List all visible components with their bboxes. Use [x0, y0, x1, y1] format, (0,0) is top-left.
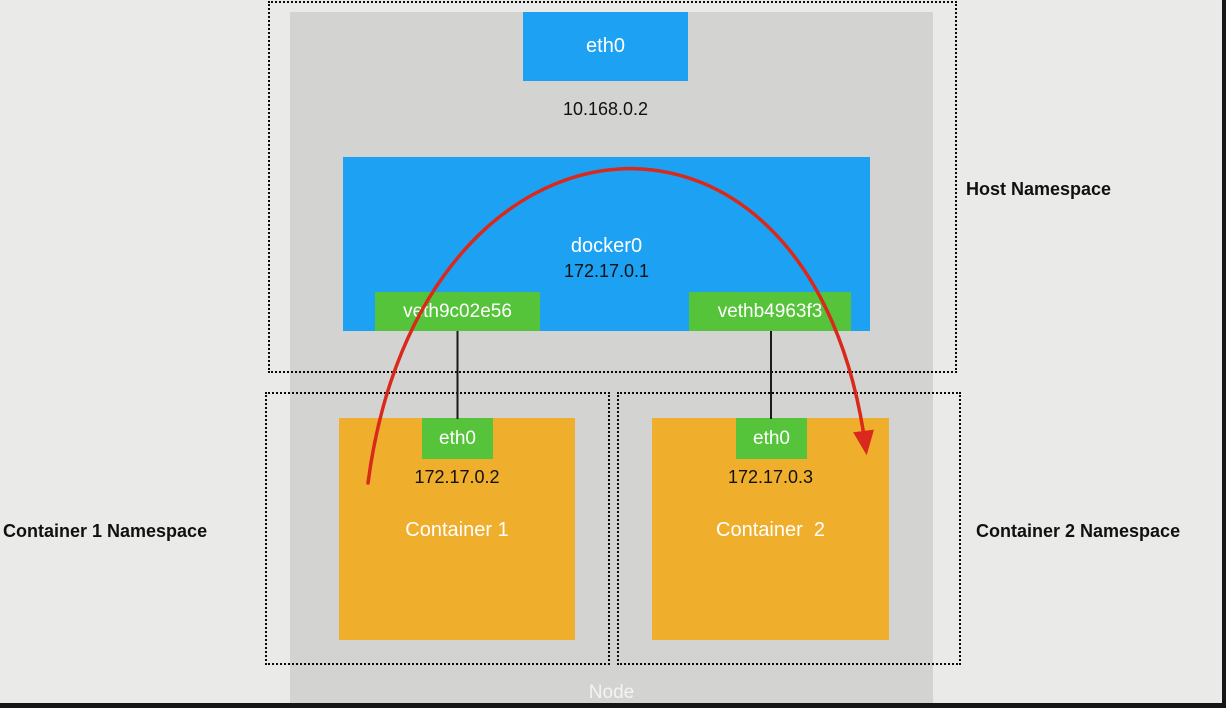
host-namespace-label: Host Namespace	[966, 179, 1112, 199]
host-eth0-ip: 10.168.0.2	[562, 99, 649, 119]
host-eth0-box: eth0	[523, 12, 688, 81]
docker0-ip: 172.17.0.1	[563, 261, 650, 281]
container1-eth0-box: eth0	[422, 418, 493, 459]
container1-name: Container 1	[405, 519, 509, 541]
container1-box: eth0 172.17.0.2 Container 1	[339, 418, 575, 640]
bottom-edge-strip	[0, 703, 1226, 708]
container1-ip: 172.17.0.2	[414, 467, 500, 487]
container2-ip: 172.17.0.3	[727, 467, 814, 487]
container2-namespace-label: Container 2 Namespace	[976, 521, 1181, 541]
right-edge-strip	[1222, 0, 1226, 708]
container2-box: eth0 172.17.0.3 Container 2	[652, 418, 889, 640]
docker0-label: docker0	[570, 235, 643, 257]
node-label: Node	[588, 682, 635, 703]
container2-eth0-box: eth0	[736, 418, 807, 459]
container1-namespace-label: Container 1 Namespace	[3, 521, 208, 541]
veth2-box: vethb4963f3	[689, 292, 851, 331]
container2-name: Container 2	[716, 519, 825, 541]
veth1-box: veth9c02e56	[375, 292, 540, 331]
